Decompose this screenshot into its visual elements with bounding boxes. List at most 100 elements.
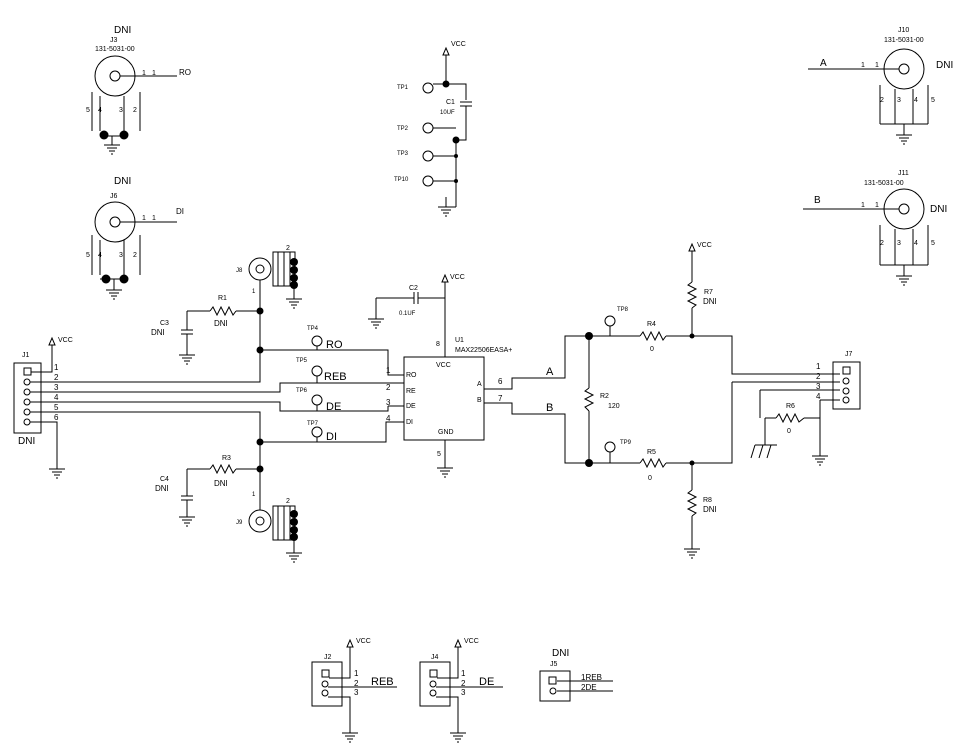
j5-header[interactable]: DNI J5 1REB 2DE (539, 648, 613, 702)
j2-pin2: 2 (354, 679, 359, 688)
c2-value: 0.1UF (399, 311, 416, 317)
j7-header[interactable]: J7 1 2 3 4 (816, 351, 861, 410)
tp2-test-point[interactable]: TP2 (397, 122, 434, 134)
resistor-icon (209, 305, 237, 317)
j4-de-label: DE (479, 676, 494, 688)
j11-pin4: 4 (914, 240, 918, 247)
j2-pin1: 1 (354, 669, 359, 678)
j2-pin3: 3 (354, 688, 359, 697)
c1-capacitor[interactable]: C1 10UF (440, 99, 472, 116)
r3-resistor[interactable]: R3 DNI (187, 442, 261, 488)
u1-ic[interactable]: U1 MAX22506EASA+ VCC GND RO RE DE DI A B… (386, 337, 512, 458)
tp5-label: TP5 (296, 358, 308, 364)
j1-pin2: 2 (54, 373, 59, 382)
tp8-test-point[interactable]: TP8 (604, 307, 629, 327)
net-a-label: A (546, 366, 554, 378)
test-point-icon (422, 122, 434, 134)
j7-pin-square (842, 366, 851, 375)
j3-dni: DNI (114, 25, 131, 36)
r5-ref: R5 (647, 449, 656, 456)
tp2-label: TP2 (397, 126, 409, 132)
c4-capacitor[interactable]: C4 DNI (155, 469, 195, 527)
chassis-ground-icon (750, 444, 777, 459)
tp9-test-point[interactable]: TP9 (604, 440, 632, 453)
r1-resistor[interactable]: R1 DNI (187, 295, 261, 350)
j10-pin3: 3 (897, 97, 901, 104)
j8-coax[interactable]: J8 2 1 (236, 245, 302, 311)
tp7-label: TP7 (307, 421, 319, 427)
j3-pin5: 5 (86, 107, 90, 114)
r7-value: DNI (703, 297, 717, 306)
tp6-test-point[interactable]: TP6 (296, 388, 323, 411)
r2-resistor[interactable]: R2 120 (583, 387, 620, 412)
resistor-icon (686, 489, 698, 517)
r2-ref: R2 (600, 393, 609, 400)
right-vcc-label: VCC (697, 242, 712, 249)
j3-part: 131-5031-00 (95, 46, 135, 53)
u1-pin3-num: 3 (386, 398, 391, 407)
r8-resistor[interactable]: R8 DNI (686, 489, 717, 517)
r6-ref: R6 (786, 403, 795, 410)
tp4-test-point[interactable]: TP4 (307, 326, 323, 350)
u1-pin-ro-label: RO (406, 372, 417, 379)
j2-header[interactable]: J2 1 2 3 REB (311, 654, 394, 707)
tp7-test-point[interactable]: TP7 (307, 421, 323, 442)
j10-pin1: 1 (861, 62, 865, 69)
u1-pin5-num: 5 (437, 451, 441, 458)
c3-capacitor[interactable]: C3 DNI (151, 311, 195, 365)
r7-resistor[interactable]: R7 DNI (686, 281, 717, 309)
c2-capacitor[interactable]: C2 0.1UF (368, 285, 445, 329)
j10-part: 131-5031-00 (884, 37, 924, 44)
j11-coax[interactable]: DNI J11 131-5031-00 B 1 1 2 3 4 5 (803, 170, 947, 286)
tp3-test-point[interactable]: TP3 (397, 150, 434, 162)
r5-resistor[interactable]: R5 0 (639, 449, 667, 482)
u1-pin-de-label: DE (406, 403, 416, 410)
j3-pin1b: 1 (152, 70, 156, 77)
u1-pin7-num: 7 (498, 394, 503, 403)
j9-coax[interactable]: J9 2 1 (236, 469, 302, 563)
j4-header[interactable]: J4 1 2 3 DE (419, 654, 494, 707)
ab-network-wiring: VCC (484, 242, 840, 559)
r6-resistor[interactable]: R6 0 (765, 403, 820, 435)
tp4-label: TP4 (307, 326, 319, 332)
j6-pin3: 3 (119, 252, 123, 259)
resistor-icon (775, 412, 805, 424)
ground-icon (368, 318, 384, 329)
tp6-label: TP6 (296, 388, 308, 394)
tp10-test-point[interactable]: TP10 (394, 175, 434, 187)
j5-pin1-reb: 1REB (581, 673, 602, 682)
j5-dni: DNI (552, 648, 569, 659)
j3-pin1: 1 (142, 70, 146, 77)
c3-ref: C3 (160, 320, 169, 327)
j10-pin1b: 1 (875, 62, 879, 69)
j10-ref: J10 (898, 27, 909, 34)
r4-ref: R4 (647, 321, 656, 328)
j3-coax[interactable]: DNI J3 131-5031-00 RO 1 1 5 4 3 2 (86, 25, 191, 155)
j11-pin3: 3 (897, 240, 901, 247)
tp5-test-point[interactable]: TP5 (296, 358, 323, 383)
test-point-icon (311, 365, 323, 377)
ground-icon (450, 732, 466, 743)
tp1-test-point[interactable]: TP1 (397, 82, 434, 94)
c1-value: 10UF (440, 110, 455, 116)
j11-b-label: B (814, 195, 821, 206)
u1-pin-di-label: DI (406, 419, 413, 426)
j4-ref: J4 (431, 654, 439, 661)
ground-icon (438, 206, 454, 217)
j8-pin2: 2 (286, 245, 290, 252)
j6-coax[interactable]: DNI J6 DI 1 1 5 4 3 2 (86, 176, 184, 300)
j11-part: 131-5031-00 (864, 180, 904, 187)
resistor-icon (583, 387, 595, 412)
r1-ref: R1 (218, 295, 227, 302)
vcc-arrow-icon (48, 336, 56, 346)
ground-icon (179, 516, 195, 527)
j3-pin2: 2 (133, 107, 137, 114)
ground-icon (896, 275, 912, 286)
resistor-icon (639, 457, 667, 469)
c4-ref: C4 (160, 476, 169, 483)
j7-pin1: 1 (816, 362, 821, 371)
r4-resistor[interactable]: R4 0 (639, 321, 667, 353)
j10-coax[interactable]: DNI J10 131-5031-00 A 1 1 2 3 4 5 (808, 27, 953, 145)
net-labels: RO REB DE DI A B (324, 339, 554, 443)
